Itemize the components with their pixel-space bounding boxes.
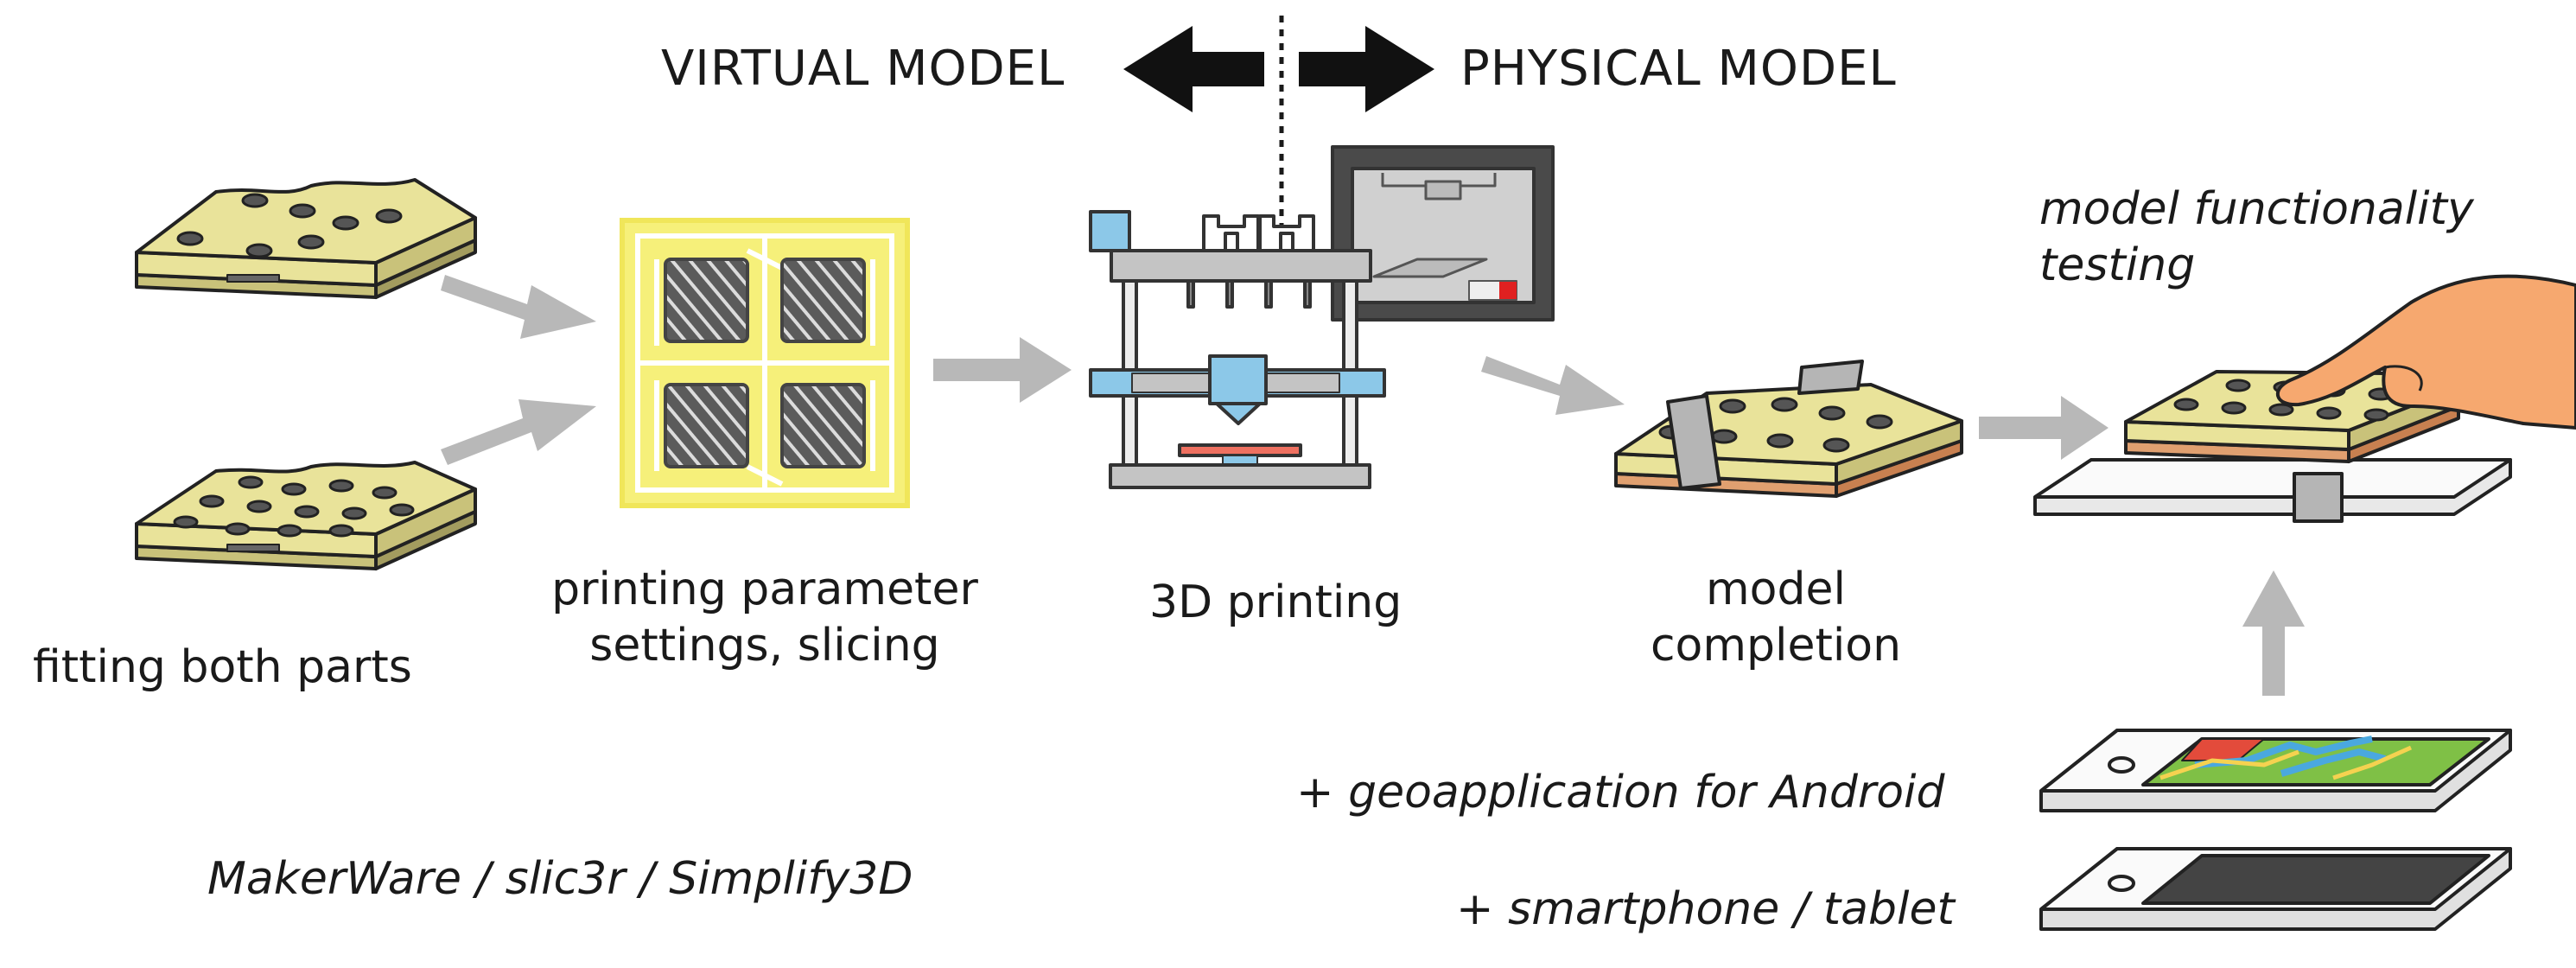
flow-arrow-icon xyxy=(441,399,596,465)
smartphone-device xyxy=(2039,847,2512,931)
completion-label-line: model xyxy=(1706,564,1846,615)
completion-label: model completion xyxy=(1625,562,1927,674)
flow-arrow-icon xyxy=(2242,570,2305,696)
flow-arrow-icon xyxy=(441,275,596,339)
slicing-label-line: settings, slicing xyxy=(589,620,940,672)
flow-arrows xyxy=(441,275,2305,696)
virtual-physical-divider xyxy=(1123,16,1434,233)
testing-label-line: testing xyxy=(2039,239,2196,291)
flow-arrow-icon xyxy=(933,337,1072,403)
testing-setup xyxy=(2033,274,2576,523)
software-note: MakerWare / slic3r / Simplify3D xyxy=(207,853,913,905)
completed-model xyxy=(1614,360,1963,498)
flow-arrow-icon xyxy=(1481,356,1625,415)
testing-label-line: model functionality xyxy=(2039,183,2474,235)
left-arrow-icon xyxy=(1123,26,1264,112)
geoapp-note: + geoapplication for Android xyxy=(1296,767,1945,818)
physical-model-label: PHYSICAL MODEL xyxy=(1460,41,1897,97)
printing-label: 3D printing xyxy=(1149,576,1402,628)
slicing-pattern xyxy=(620,218,910,508)
slicing-label-line: printing parameter xyxy=(551,564,978,615)
flow-arrow-icon xyxy=(1979,396,2109,460)
tablet-with-map xyxy=(2039,729,2512,812)
printer-illustration xyxy=(1089,145,1555,489)
slicing-label: printing parameter settings, slicing xyxy=(518,562,1011,674)
device-note: + smartphone / tablet xyxy=(1456,883,1955,935)
fitting-label: fitting both parts xyxy=(33,641,412,693)
hand-icon xyxy=(2275,274,2576,430)
model-part-top xyxy=(135,178,477,299)
model-part-bottom xyxy=(135,461,477,570)
virtual-model-label: VIRTUAL MODEL xyxy=(661,41,1065,97)
right-arrow-icon xyxy=(1299,26,1434,112)
completion-label-line: completion xyxy=(1650,620,1902,672)
testing-label: model functionality testing xyxy=(2039,182,2474,294)
